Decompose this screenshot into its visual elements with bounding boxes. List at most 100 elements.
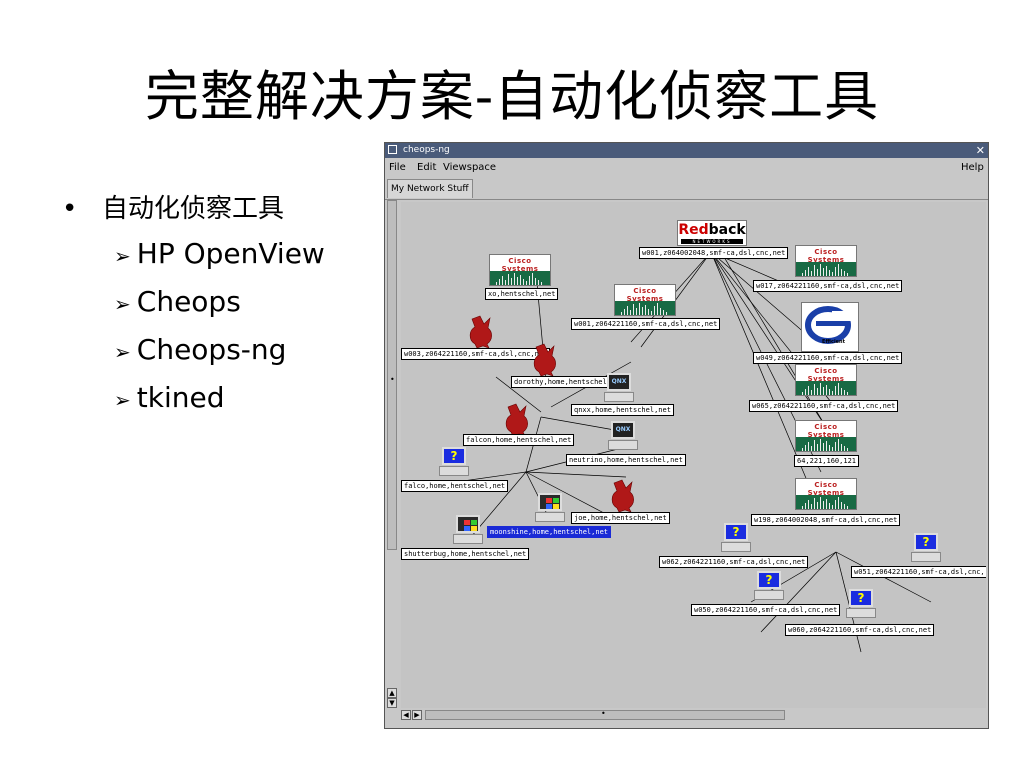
node-label-qnxx[interactable]: qnxx,home,hentschel,net (571, 404, 674, 416)
arrow-icon: ➢ (114, 388, 131, 412)
scroll-grip-icon: • (390, 375, 395, 384)
scroll-up-icon[interactable]: ▲ (387, 688, 397, 698)
subbullet-item: ➢HP OpenView (114, 230, 325, 278)
bullet-list: 自动化侦察工具 ➢HP OpenView ➢Cheops ➢Cheops-ng … (62, 188, 325, 422)
vertical-scroll-thumb[interactable] (387, 200, 397, 550)
subbullet-label: HP OpenView (136, 237, 325, 270)
bullet-item: 自动化侦察工具 (62, 188, 325, 230)
menu-help[interactable]: Help (961, 162, 984, 173)
cisco-bars-icon (796, 437, 856, 451)
bsd-daemon-icon[interactable] (605, 478, 639, 514)
tab-my-network-stuff[interactable]: My Network Stuff (387, 179, 473, 198)
cisco-logo-text: Cisco Systems (807, 248, 845, 264)
tab-bar: My Network Stuff (385, 177, 988, 198)
qnx-computer-icon[interactable]: QNX (608, 420, 638, 450)
arrow-icon: ➢ (114, 292, 131, 316)
unknown-screen-label: ? (857, 591, 865, 605)
close-icon[interactable]: ✕ (975, 144, 985, 157)
cisco-router-icon[interactable]: Cisco Systems (795, 478, 857, 510)
viewspace-area: • ▲ ▼ (385, 199, 988, 710)
unknown-computer-icon[interactable]: ? (754, 570, 784, 600)
unknown-computer-icon[interactable]: ? (439, 446, 469, 476)
cisco-logo-text: Cisco Systems (807, 481, 845, 497)
node-label-moonshine[interactable]: moonshine,home,hentschel,net (487, 526, 612, 538)
qnx-screen-label: QNX (615, 426, 631, 433)
windows-computer-icon[interactable] (535, 492, 565, 522)
cisco-router-icon[interactable]: Cisco Systems (795, 420, 857, 452)
cisco-logo-text: Cisco Systems (807, 423, 845, 439)
cisco-router-icon[interactable]: Cisco Systems (795, 245, 857, 277)
cisco-bars-icon (796, 262, 856, 276)
horizontal-scrollbar[interactable]: ◀ ▶ • (385, 709, 988, 721)
unknown-screen-label: ? (732, 525, 740, 539)
bsd-daemon-icon[interactable] (527, 342, 561, 378)
cisco-bars-icon (796, 495, 856, 509)
efficient-logo-icon (805, 306, 858, 344)
node-label-w001b[interactable]: w001,z064221160,smf-ca,dsl,cnc,net (571, 318, 721, 330)
menu-file[interactable]: File (389, 162, 406, 173)
efficient-logo-text: Efficient (822, 339, 846, 345)
qnx-computer-icon[interactable]: QNX (604, 372, 634, 402)
unknown-computer-icon[interactable]: ? (846, 588, 876, 618)
node-label-joe[interactable]: joe,home,hentschel,net (571, 512, 670, 524)
link-lines (455, 251, 932, 653)
slide-title: 完整解决方案-自动化侦察工具 (144, 65, 880, 128)
window-titlebar[interactable]: cheops-ng ✕ (385, 143, 988, 158)
redback-logo-red: Red (678, 222, 709, 238)
menu-edit[interactable]: Edit (417, 162, 437, 173)
redback-logo-black: back (708, 222, 746, 238)
node-label-redback[interactable]: w001,z064002048,smf-ca,dsl,cnc,net (639, 247, 789, 259)
node-label-w060[interactable]: w060,z064221160,smf-ca,dsl,cnc,net (785, 624, 935, 636)
window-title: cheops-ng (403, 145, 450, 155)
subbullet-item: ➢Cheops-ng (114, 326, 325, 374)
cisco-router-icon[interactable]: Cisco Systems (489, 254, 551, 286)
horizontal-scroll-thumb[interactable] (425, 710, 785, 720)
bsd-daemon-icon[interactable] (463, 314, 497, 350)
scroll-left-icon[interactable]: ◀ (401, 710, 411, 720)
unknown-screen-label: ? (922, 535, 930, 549)
unknown-screen-label: ? (450, 449, 458, 463)
node-label-xo[interactable]: xo,hentschel,net (485, 288, 559, 300)
node-label-neutrino[interactable]: neutrino,home,hentschel,net (566, 454, 686, 466)
node-label-ip121[interactable]: 64,221,160,121 (794, 455, 860, 467)
node-label-w065[interactable]: w065,z064221160,smf-ca,dsl,cnc,net (749, 400, 899, 412)
cisco-bars-icon (490, 271, 550, 285)
node-label-falcon[interactable]: falcon,home,hentschel,net (463, 434, 575, 446)
windows-computer-icon[interactable] (453, 514, 483, 544)
node-label-w050[interactable]: w050,z064221160,smf-ca,dsl,cnc,net (691, 604, 841, 616)
unknown-computer-icon[interactable]: ? (911, 532, 941, 562)
cisco-logo-text: Cisco Systems (501, 257, 539, 273)
node-label-w049[interactable]: w049,z064221160,smf-ca,dsl,cnc,net (753, 352, 903, 364)
qnx-screen-label: QNX (611, 378, 627, 385)
cisco-router-icon[interactable]: Cisco Systems (795, 364, 857, 396)
menu-viewspace[interactable]: Viewspace (443, 162, 497, 173)
node-label-w017[interactable]: w017,z064221160,smf-ca,dsl,cnc,net (753, 280, 903, 292)
subbullet-label: Cheops (136, 285, 241, 318)
unknown-computer-icon[interactable]: ? (721, 522, 751, 552)
arrow-icon: ➢ (114, 244, 131, 268)
redback-logo-sub: NETWORKS (681, 239, 743, 244)
node-label-w198[interactable]: w198,z064002048,smf-ca,dsl,cnc,net (751, 514, 901, 526)
window-menu-icon[interactable] (388, 145, 397, 154)
subbullet-item: ➢tkined (114, 374, 325, 422)
scroll-down-icon[interactable]: ▼ (387, 698, 397, 708)
cisco-logo-text: Cisco Systems (807, 367, 845, 383)
redback-logo-icon[interactable]: Redback NETWORKS (677, 220, 747, 246)
arrow-icon: ➢ (114, 340, 131, 364)
windows-flag-icon (546, 498, 560, 510)
cisco-router-icon[interactable]: Cisco Systems (614, 284, 676, 316)
network-canvas[interactable]: Redback NETWORKS w001,z064002048,smf-ca,… (401, 202, 986, 708)
bsd-daemon-icon[interactable] (499, 402, 533, 438)
subbullet-item: ➢Cheops (114, 278, 325, 326)
node-label-w051[interactable]: w051,z064221160,smf-ca,dsl,cnc, (851, 566, 986, 578)
vertical-scrollbar[interactable]: • ▲ ▼ (385, 200, 399, 710)
scroll-grip-icon: • (601, 709, 606, 718)
cisco-bars-icon (615, 301, 675, 315)
efficient-networks-icon[interactable]: Efficient (801, 302, 859, 352)
scroll-right-icon[interactable]: ▶ (412, 710, 422, 720)
node-label-shutterbug[interactable]: shutterbug,home,hentschel,net (401, 548, 530, 560)
subbullet-label: tkined (136, 381, 225, 414)
node-label-falco[interactable]: falco,home,hentschel,net (401, 480, 509, 492)
node-label-w062[interactable]: w062,z064221160,smf-ca,dsl,cnc,net (659, 556, 809, 568)
cheops-window: cheops-ng ✕ File Edit Viewspace Help My … (385, 143, 988, 728)
